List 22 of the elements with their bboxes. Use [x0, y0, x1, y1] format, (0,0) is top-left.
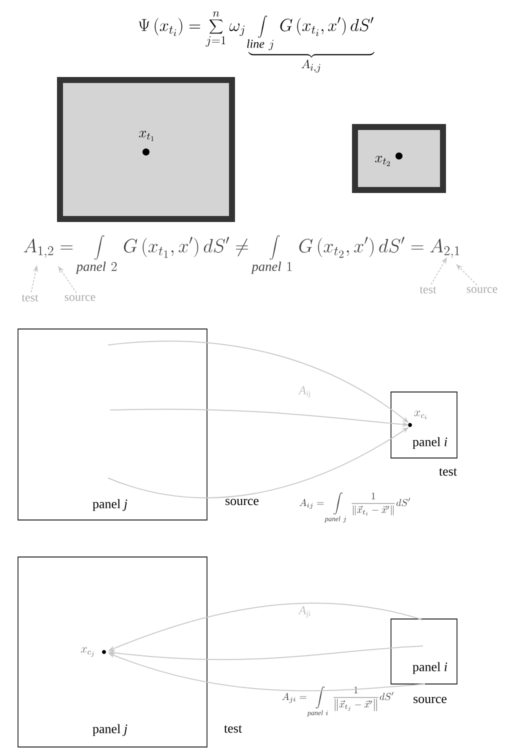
panel-box: $x_{t_1}$	[57, 77, 235, 222]
equation: $\Psi\left(x_{t_i}\right) = \sum_{j=1}^{n} \omega_j \underbrace{\int\limits_{\mathit{line}\ j} G\left(x_{t_i}, x'\right) dS'}_{A_{i,j}}$	[138, 11, 374, 73]
equation: $A_{1,2} = \int\limits_{\mathit{panel}\ 2} G\left(x_{t_1}, x'\right) dS' \neq \int\limits_{\mathit{panel}\ 1} G\left(x_{t_2}, x'\right) dS' = A_{2,1}$	[24, 235, 460, 274]
equation: $A_{ji} = \int\limits_{\mathit{panel}\ i} \frac{1}{\left\| \vec{x}_{t_j} - \vec{x}'\right\|} dS'$	[282, 686, 394, 717]
panel-role-label: test	[224, 725, 242, 733]
role-label: test	[22, 294, 38, 302]
collocation-point: $x_{c_j}$	[80, 647, 106, 657]
panel-box: panel j	[18, 328, 208, 520]
role-label: source	[64, 295, 96, 301]
panel-box: panel i	[390, 618, 458, 684]
panel-role-label: test	[439, 468, 457, 476]
panel-role-label: source	[226, 498, 258, 506]
node-label: $x_{c_j}$	[80, 647, 94, 657]
panel-box: $x_{t_2}$	[352, 124, 446, 193]
edge-label: A$_{ij}$	[298, 385, 312, 399]
collocation-point: $x_{c_i}$	[408, 410, 427, 427]
equation: $A_{ij} = \int\limits_{\mathit{panel}\ j} \frac{1}{\left\| \vec{x}_{t_i} - \vec{x}'\right\|} dS'$	[300, 492, 410, 523]
node-label: $x_{c_i}$	[414, 410, 427, 420]
panel-role-label: source	[414, 696, 446, 704]
role-label: source	[466, 287, 498, 293]
role-label: test	[420, 286, 436, 294]
edge-label: A$_{ji}$	[298, 605, 312, 619]
